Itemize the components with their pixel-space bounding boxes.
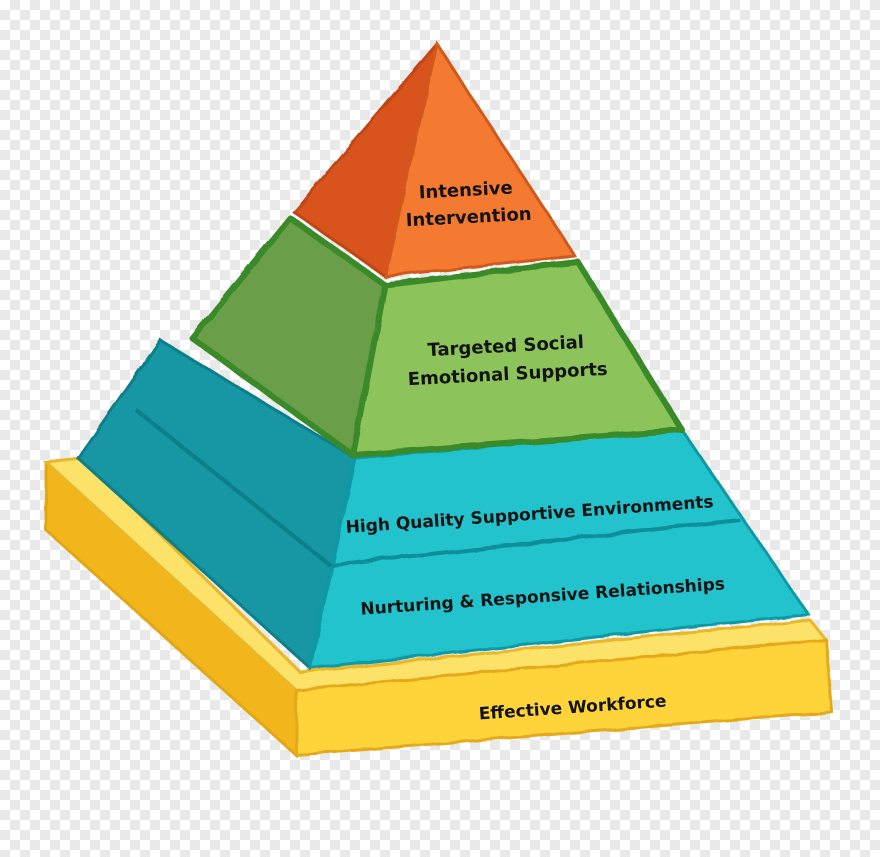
teal-tiers xyxy=(76,337,811,671)
tier-divider-front xyxy=(329,518,741,567)
base-platform xyxy=(42,456,834,759)
intensive-label-line1: Intensive xyxy=(418,178,513,204)
orange-front xyxy=(383,40,578,278)
tier-divider-left xyxy=(134,408,332,567)
green-tier xyxy=(189,215,685,458)
base-front xyxy=(294,638,834,757)
green-front xyxy=(350,259,685,458)
orange-tier xyxy=(291,40,578,279)
tier-label-intensive: Intensive Intervention xyxy=(405,178,532,232)
